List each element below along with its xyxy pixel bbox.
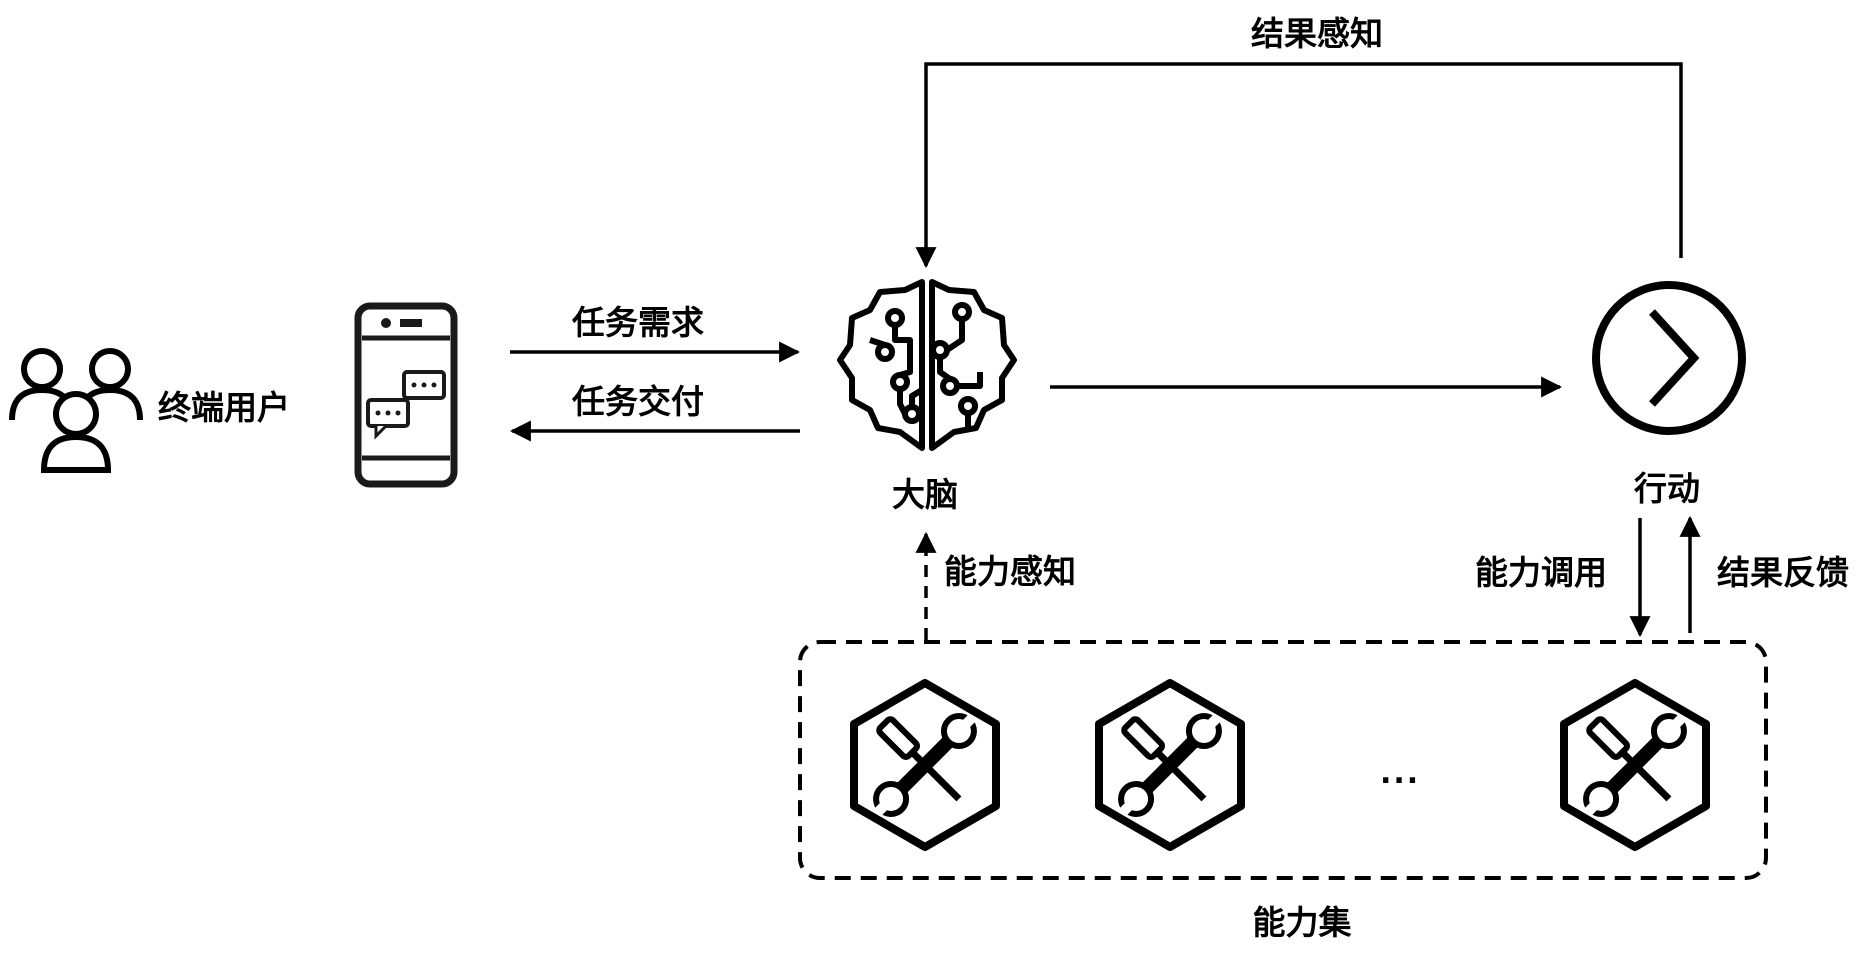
capability-call-label: 能力调用 <box>1475 553 1607 592</box>
result-perception-arrow <box>915 62 1683 269</box>
result-feedback-label: 结果反馈 <box>1717 553 1849 592</box>
users-icon <box>9 348 143 473</box>
action-chevron-icon <box>1592 281 1746 435</box>
brain-circuit-icon <box>837 279 1017 451</box>
action-label: 行动 <box>1634 469 1700 508</box>
capability-set-box <box>798 640 1768 880</box>
phone-chat-icon <box>354 302 458 488</box>
task-demand-label: 任务需求 <box>572 303 704 342</box>
capability-perception-label: 能力感知 <box>944 552 1076 591</box>
tools-hexagon-icon <box>1564 683 1706 847</box>
result-perception-label: 结果感知 <box>1251 14 1383 53</box>
task-delivery-label: 任务交付 <box>572 382 704 421</box>
tools-hexagon-icon <box>854 683 996 847</box>
capability-set-label: 能力集 <box>1252 903 1352 942</box>
tools-hexagon-icon <box>1099 683 1241 847</box>
more-tools-ellipsis: ... <box>1380 756 1421 791</box>
end-user-label: 终端用户 <box>158 388 290 427</box>
brain-label: 大脑 <box>892 475 958 514</box>
